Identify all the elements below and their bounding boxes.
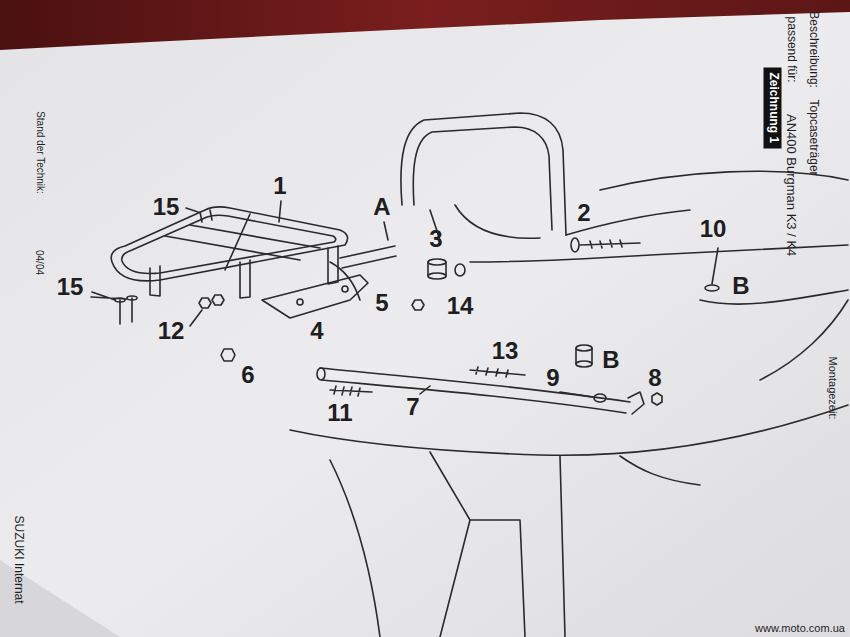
callout-number: 11: [327, 400, 352, 426]
callout-number: 15: [57, 274, 84, 300]
callout-number: 12: [158, 318, 185, 344]
nut-14: [412, 300, 424, 310]
callout-number: 15: [153, 194, 180, 220]
bolt-15-top: [200, 210, 212, 222]
mount-plate: [262, 275, 368, 318]
leader-line: [91, 292, 127, 300]
sheet-footer: SUZUKI Internat: [11, 516, 24, 604]
sheet-field: Montagezeit:: [826, 357, 838, 420]
watermark: www.moto.com.ua: [755, 622, 845, 634]
sheet-field: Beschreibung:: [806, 12, 819, 89]
nut-12: [212, 295, 224, 305]
callout-letter: B: [602, 347, 619, 373]
rack-bracket: [240, 260, 250, 298]
backrest-inner: [413, 127, 552, 230]
callout-number: 9: [546, 365, 559, 391]
body-line: [290, 405, 848, 455]
callout-number: 2: [577, 200, 590, 226]
washer-15: [127, 296, 137, 300]
rack-frame: [111, 207, 347, 281]
callout-number: 7: [406, 394, 419, 420]
sheet-value: Topcaseträger: [806, 100, 819, 176]
callout-number: 14: [447, 293, 474, 319]
callout-letter: B: [732, 273, 749, 299]
side-bar: [320, 368, 630, 402]
leader-line: [420, 386, 430, 394]
sheet-value: AN400 Burgman K3 / K4: [784, 114, 798, 256]
nut-8: [652, 393, 662, 405]
washer-10: [705, 285, 719, 291]
bolt-13: [470, 367, 525, 377]
leader-line: [279, 201, 281, 222]
backrest-detail: [430, 205, 540, 240]
sheet-field: Stand der Technik:: [35, 111, 46, 194]
nut-6: [221, 349, 235, 361]
leader-line: [186, 208, 198, 212]
nut-12: [199, 298, 211, 308]
panel-detail: [620, 456, 700, 485]
washer-2: [571, 238, 579, 252]
callout-number: 3: [429, 226, 442, 252]
callout-letter: A: [373, 194, 390, 220]
rack-bracket: [328, 246, 338, 284]
leader-line: [384, 222, 388, 240]
leader-line: [560, 392, 593, 397]
backrest-outline: [401, 113, 566, 235]
callout-number: 10: [700, 216, 727, 242]
bolt-2: [580, 240, 640, 248]
spacer-b: [576, 345, 592, 351]
side-panel: [330, 460, 380, 637]
side-bar: [322, 380, 626, 413]
bar-bracket: [628, 392, 644, 414]
rack-bracket: [150, 266, 160, 296]
spacer-b: [576, 361, 592, 367]
body-panel: [700, 290, 848, 304]
callout-number: 8: [648, 365, 661, 391]
drawing-tag: Zeichnung 1: [766, 73, 779, 144]
sheet-value: 04/04: [35, 249, 46, 274]
sheet-field: passend für:: [784, 17, 797, 83]
spacer-3: [428, 259, 446, 265]
callout-number: 1: [273, 173, 286, 199]
leader-line: [190, 310, 202, 326]
callout-number: 13: [492, 338, 519, 364]
bolt-10: [712, 248, 718, 284]
callout-number: 4: [310, 318, 323, 344]
washer-9: [594, 394, 606, 402]
frame-lines: [430, 452, 565, 637]
drawing-tag-box: Zeichnung 1: [763, 68, 781, 149]
spacer-3: [428, 273, 446, 279]
rack-crossbars: [165, 214, 320, 270]
mount-arm: [340, 246, 396, 268]
bolt-11: [330, 386, 372, 396]
plate-hole: [297, 299, 303, 305]
plate-hole: [342, 286, 348, 292]
paper-sheet: [0, 12, 850, 637]
callout-number: 5: [375, 290, 388, 316]
callout-number: 6: [241, 362, 254, 388]
bar-end: [317, 368, 325, 380]
spacer-3: [455, 264, 465, 276]
